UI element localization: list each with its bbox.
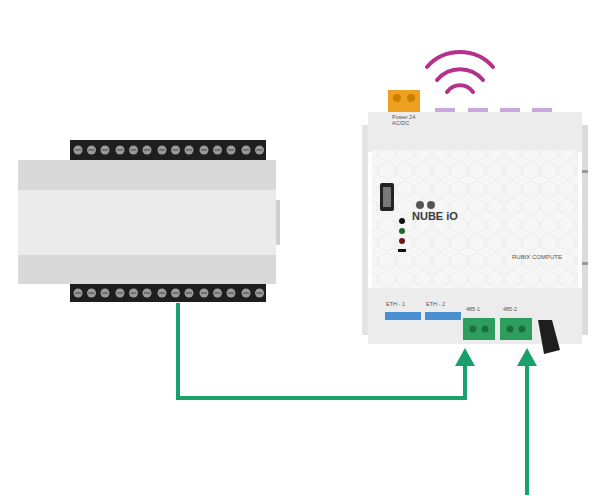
led (399, 238, 405, 244)
module-body (18, 160, 276, 284)
port-label: ETH - 2 (426, 301, 466, 307)
port-label: 485-2 (503, 306, 533, 312)
ethernet-port (385, 312, 421, 320)
terminal-strip (70, 284, 266, 302)
port-label: ETH - 1 (386, 301, 426, 307)
module-band (18, 160, 276, 190)
power-label: Power 24 AC/DC (392, 114, 426, 126)
terminal-screws (74, 146, 265, 155)
rs485-terminal (500, 318, 532, 340)
ethernet-port (425, 312, 461, 320)
housing-top (368, 112, 582, 152)
module-side (276, 200, 280, 245)
front-panel (372, 150, 578, 290)
rs485-terminal (463, 318, 495, 340)
arrow-head (517, 348, 537, 366)
led (399, 218, 405, 224)
brand-logo: NUBE iO (412, 210, 458, 222)
wifi-signal (427, 52, 493, 92)
terminal-screws (74, 289, 265, 298)
terminal-strip (70, 140, 266, 160)
power-connector (388, 90, 420, 112)
arrow-head (455, 348, 475, 366)
port-label: 485-1 (466, 306, 496, 312)
rubix-compute (362, 90, 588, 354)
led (399, 228, 405, 234)
wire-arrow (178, 303, 527, 495)
model-name: RUBIX COMPUTE (512, 254, 562, 260)
usb-port (380, 183, 394, 211)
device-panel: NUBE iO RUBIX COMPUTE (372, 150, 578, 290)
module-band (18, 255, 276, 284)
module-face (18, 190, 276, 255)
antenna-cable (538, 320, 560, 354)
housing-side (582, 125, 588, 335)
io-module (18, 140, 280, 302)
